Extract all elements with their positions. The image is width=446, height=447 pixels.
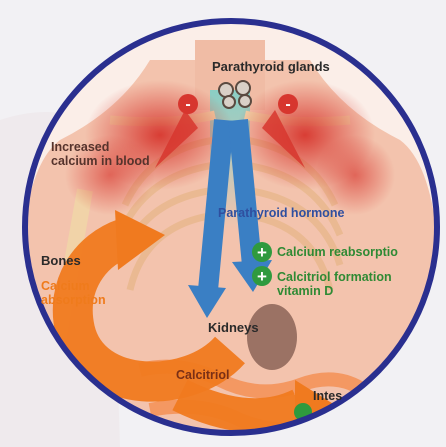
label-parathyroid-glands: Parathyroid glands	[212, 60, 330, 75]
minus-symbol-left: -	[185, 96, 190, 113]
plus-symbol-calcitriol: +	[257, 267, 267, 286]
plus-icon-reabsorption: +	[252, 242, 272, 262]
label-parathyroid-hormone: Parathyroid hormone	[218, 206, 344, 220]
minus-icon-left: -	[178, 94, 198, 114]
right-arm-glow	[315, 135, 395, 215]
plus-icon-calcitriol: +	[252, 266, 272, 286]
label-calcium-absorption: Calcium absorption	[41, 279, 106, 308]
label-bones: Bones	[41, 254, 81, 269]
minus-symbol-right: -	[285, 96, 290, 113]
label-calcium-reabsorption: Calcium reabsorptio	[277, 245, 398, 259]
label-increased-calcium: Increased calcium in blood	[51, 140, 150, 169]
label-calcium-absorption-line2: absorption	[41, 293, 106, 307]
label-increased-calcium-line2: calcium in blood	[51, 154, 150, 168]
label-increased-calcium-line1: Increased	[51, 140, 150, 154]
kidney	[247, 304, 297, 370]
label-intestine: Intes	[313, 389, 342, 403]
minus-icon-right: -	[278, 94, 298, 114]
label-calcitriol-formation-line1: Calcitriol formation	[277, 270, 392, 284]
label-kidneys: Kidneys	[208, 321, 259, 336]
plus-symbol-reabsorption: +	[257, 243, 267, 262]
hormone-arrow-right-body	[238, 120, 252, 265]
label-calcitriol-formation: Calcitriol formation vitamin D	[277, 270, 392, 299]
label-calcitriol: Calcitriol	[176, 368, 230, 382]
label-calcium-absorption-line1: Calcium	[41, 279, 106, 293]
intestine-calcium-arrow-body	[180, 395, 300, 415]
label-calcitriol-formation-line2: vitamin D	[277, 284, 392, 298]
